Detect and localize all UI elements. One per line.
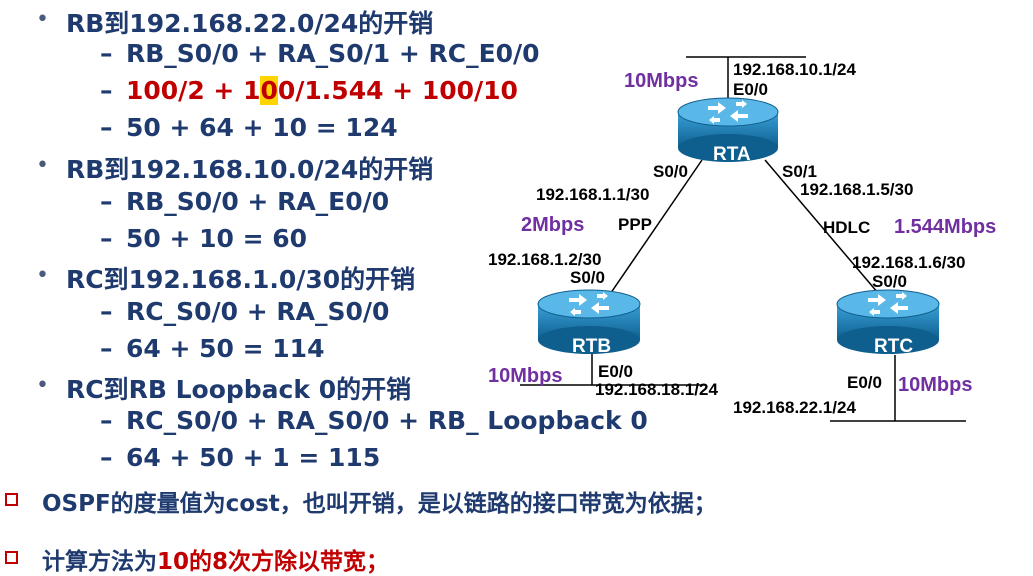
link-rta-rtc [764, 159, 885, 301]
rtb-if-bottom: E0/0 [598, 362, 633, 381]
item-3-title: RC到192.168.1.0/30的开销 [66, 265, 416, 294]
rta-if-left: S0/0 [653, 162, 688, 181]
dash: – [100, 224, 113, 253]
dash: – [100, 39, 113, 68]
rtc-ip-top: 192.168.1.6/30 [852, 253, 965, 272]
item-2-title: RB到192.168.10.0/24的开销 [66, 155, 434, 184]
rtb-ip-bottom: 192.168.18.1/24 [595, 380, 718, 399]
dash: – [100, 406, 113, 435]
bullet-dot: • [36, 263, 49, 288]
bottom-line-1: OSPF的度量值为cost，也叫开销，是以链路的接口带宽为依据； [42, 491, 717, 517]
item-1-sub-2: 100/2 + 100/1.544 + 100/10 [126, 76, 518, 105]
dash: – [100, 76, 113, 105]
item-1-title: RB到192.168.22.0/24的开销 [66, 9, 434, 38]
bottom-line-2-b: 10的8次方除以带宽； [157, 549, 390, 575]
rtb-name: RTB [572, 336, 611, 357]
dash: – [100, 297, 113, 326]
red-part-1: 100/2 + 1 [126, 76, 261, 105]
link-ac-proto: HDLC [823, 218, 870, 237]
item-1-sub-1: RB_S0/0 + RA_S0/1 + RC_E0/0 [126, 39, 540, 68]
bullet-dot: • [36, 373, 49, 398]
rtb-ip-top: 192.168.1.2/30 [488, 250, 601, 269]
dash: – [100, 443, 113, 472]
bullet-dot: • [36, 7, 49, 32]
item-4-sub-1: RC_S0/0 + RA_S0/0 + RB_ Loopback 0 [126, 406, 648, 435]
link-rta-rtb [605, 159, 703, 301]
bottom-line-2: 计算方法为10的8次方除以带宽； [42, 542, 389, 576]
rta-name: RTA [713, 144, 751, 165]
item-2-sub-2: 50 + 10 = 60 [126, 224, 308, 253]
rtc-if-top: S0/0 [872, 272, 907, 291]
rtb-bw: 10Mbps [488, 365, 562, 387]
rta-ip-right: 192.168.1.5/30 [800, 180, 913, 199]
router-rta-icon [677, 97, 779, 162]
item-1-sub-3: 50 + 64 + 10 = 124 [126, 113, 398, 142]
router-rtc-icon [836, 289, 940, 354]
item-4-sub-2: 64 + 50 + 1 = 115 [126, 443, 381, 472]
dash: – [100, 334, 113, 363]
rtc-name: RTC [874, 336, 913, 357]
dash: – [100, 187, 113, 216]
square-bullet-icon [5, 493, 18, 506]
red-part-2: 0/1.544 + 100/10 [277, 76, 518, 105]
rta-bw-top: 10Mbps [624, 70, 698, 92]
square-bullet-icon [5, 551, 18, 564]
link-ab-bw: 2Mbps [521, 214, 584, 236]
rtc-if-bottom: E0/0 [847, 373, 882, 392]
item-4-title: RC到RB Loopback 0的开销 [66, 375, 412, 404]
item-3-sub-1: RC_S0/0 + RA_S0/0 [126, 297, 390, 326]
link-ab-proto: PPP [618, 215, 652, 234]
rta-if-right: S0/1 [782, 162, 817, 181]
link-ac-bw: 1.544Mbps [894, 216, 996, 238]
bullet-dot: • [36, 153, 49, 178]
bottom-line-2-a: 计算方法为 [42, 549, 157, 575]
item-2-sub-1: RB_S0/0 + RA_E0/0 [126, 187, 390, 216]
router-rtb-icon [537, 289, 641, 354]
dash: – [100, 113, 113, 142]
rta-ip-left: 192.168.1.1/30 [536, 185, 649, 204]
item-3-sub-2: 64 + 50 = 114 [126, 334, 325, 363]
rtc-bw: 10Mbps [898, 374, 972, 396]
rtc-ip-bottom: 192.168.22.1/24 [733, 398, 856, 417]
rtb-if-top: S0/0 [570, 268, 605, 287]
highlighted-digit: 0 [260, 76, 278, 105]
rta-if-top: E0/0 [733, 80, 768, 99]
rta-ip-top: 192.168.10.1/24 [733, 60, 856, 79]
